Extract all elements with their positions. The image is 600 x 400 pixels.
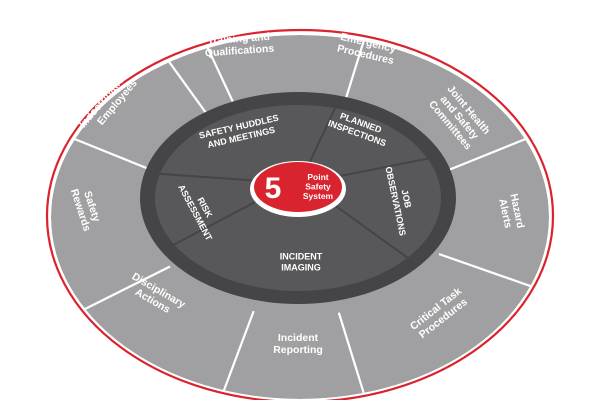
outer-label-line: Training and <box>207 31 270 47</box>
center-number: 5 <box>265 172 282 205</box>
inner-divider <box>331 202 409 259</box>
outer-label-hazard-alerts: HazardAlerts <box>496 193 527 232</box>
inner-divider <box>337 157 428 178</box>
inner-divider <box>173 198 261 246</box>
center-label-line: System <box>303 191 334 201</box>
inner-divider <box>159 172 256 182</box>
inner-label-line: IMAGING <box>281 263 321 273</box>
center-badge <box>254 162 342 212</box>
outer-label-training: Training andQualifications <box>204 31 275 60</box>
center-label-line: Safety <box>305 182 331 192</box>
center-label-line: Point <box>307 172 328 182</box>
inner-label-line: INCIDENT <box>280 252 323 262</box>
outer-label-line: Incident <box>278 332 319 344</box>
inner-label-line: JOB <box>400 189 414 210</box>
outer-label-line: Qualifications <box>204 43 274 60</box>
inner-divider <box>308 107 336 164</box>
outer-label-line: Reporting <box>273 344 323 356</box>
